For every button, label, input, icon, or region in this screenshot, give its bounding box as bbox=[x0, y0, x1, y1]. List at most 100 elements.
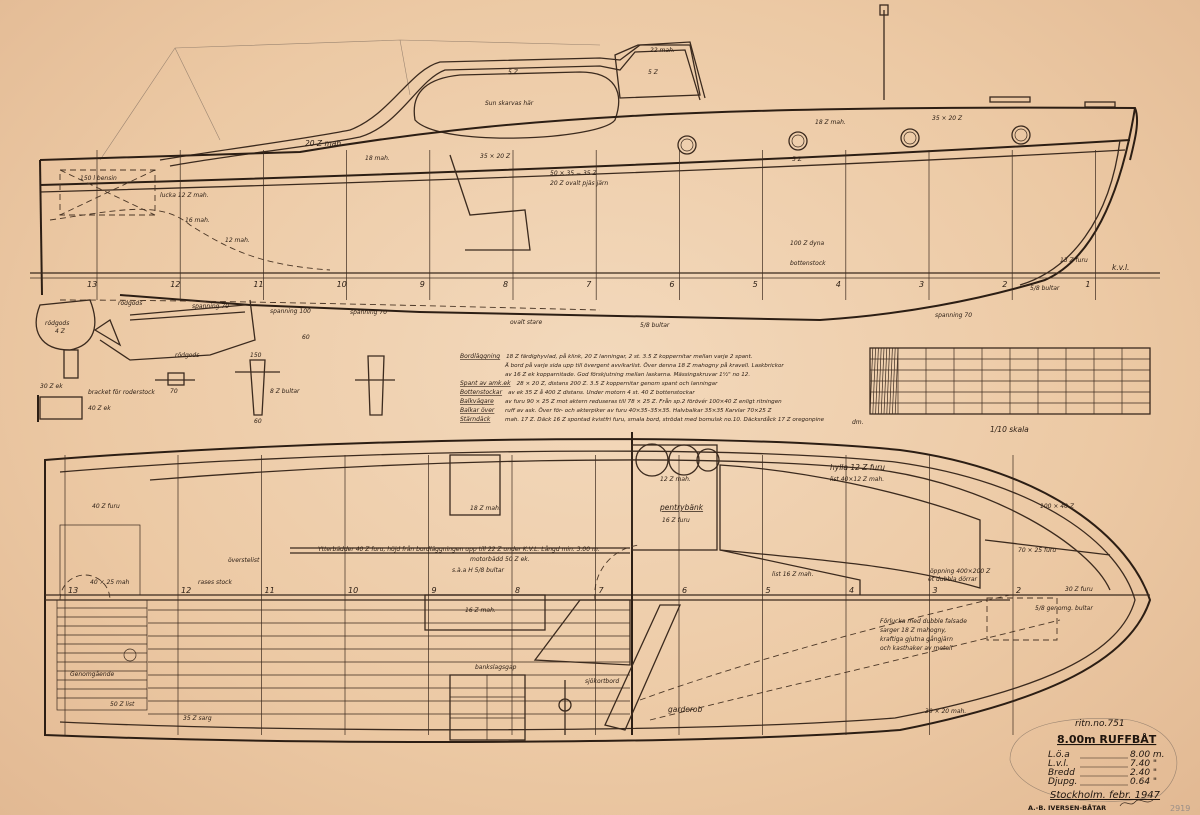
companionway bbox=[604, 604, 681, 731]
spec-value: 8.00 m. bbox=[1130, 750, 1165, 760]
hull-outline bbox=[44, 438, 1152, 743]
label-stern: Genomgående bbox=[70, 671, 114, 678]
label-60: 60 bbox=[254, 418, 262, 425]
label-deck: 35 × 20 Z bbox=[932, 115, 963, 122]
plan-view bbox=[44, 432, 1152, 743]
station-number: 7 bbox=[586, 280, 592, 289]
cockpit-floorboards bbox=[57, 607, 630, 715]
station-number: 3 bbox=[919, 280, 924, 289]
skeg bbox=[99, 299, 256, 361]
signature bbox=[1119, 799, 1154, 807]
note-text: av furu 90 × 25 Z mot aktern reduseras t… bbox=[505, 398, 782, 405]
note-heading: Stärndäck bbox=[460, 416, 491, 423]
label-shelf-hylla: hylla 12 Z furu bbox=[830, 463, 885, 472]
galley bbox=[631, 444, 718, 551]
label-kvl: k.v.l. bbox=[1112, 263, 1129, 272]
station-number: 1 bbox=[1085, 280, 1090, 289]
station-number: 4 bbox=[849, 586, 854, 595]
profile-labels: 20 Z mah. 5 Z Sun skarvas här 22 mah. 5 … bbox=[40, 47, 1129, 425]
station-number: 11 bbox=[265, 586, 275, 595]
label-hatch: lucka 12 Z mah. bbox=[160, 192, 209, 199]
note-heading: Bottenstockar bbox=[460, 389, 503, 396]
label-spanning: spanning 100 bbox=[270, 308, 311, 315]
label-spanning: spanning 70 bbox=[935, 312, 972, 319]
portholes bbox=[677, 125, 1031, 155]
label-bracket-ek: 40 Z ek bbox=[88, 405, 111, 412]
section-detail bbox=[63, 349, 79, 379]
stern-locker bbox=[59, 524, 141, 596]
label-galley-furu: 16 Z furu bbox=[662, 517, 690, 524]
label-mah12: 12 mah. bbox=[225, 237, 250, 244]
label-list: list 16 Z mah. bbox=[772, 571, 814, 578]
note-text: mah. 17 Z. Däck 16 Z spontad kvistfri fu… bbox=[505, 416, 825, 423]
note-text: ruff av ask. Över för- och akterpiker av… bbox=[505, 407, 772, 414]
engine-box bbox=[449, 674, 526, 741]
scale: 1/10 skala dm. bbox=[852, 419, 1029, 434]
label-stern: 40 × 25 mah bbox=[90, 579, 130, 586]
spec-label: Bredd bbox=[1048, 768, 1075, 778]
label-mah: 30 × 20 mah. bbox=[925, 708, 966, 715]
engine-hatch bbox=[424, 594, 546, 631]
sheer-line bbox=[39, 106, 1139, 161]
label-stern: rases stock bbox=[198, 579, 232, 586]
windshield bbox=[614, 44, 701, 99]
label-60: 60 bbox=[302, 334, 310, 341]
label-bracket: bracket för roderstock bbox=[88, 389, 155, 396]
canopy-outline bbox=[99, 39, 601, 161]
station-number: 2 bbox=[1002, 280, 1007, 289]
label-rodgods: rödgods bbox=[118, 300, 142, 307]
label-plan: 18 Z mah. bbox=[470, 505, 501, 512]
label-hatch: 16 Z mah. bbox=[465, 607, 496, 614]
station-number: 7 bbox=[599, 586, 605, 595]
label-bolts: 5/8 bultar bbox=[640, 322, 670, 329]
note-heading: Bordläggning bbox=[460, 353, 500, 360]
propeller bbox=[93, 319, 122, 347]
label-mah16: 16 mah. bbox=[185, 217, 210, 224]
station-number: 12 bbox=[181, 586, 191, 595]
label-stern: 40 Z furu bbox=[92, 503, 120, 510]
label-shelf-list: list 40×12 Z mah. bbox=[830, 476, 884, 483]
station-number: 13 bbox=[87, 280, 97, 289]
label-forehatch: och kasthaker av metall bbox=[880, 645, 953, 652]
station-number: 13 bbox=[68, 586, 78, 595]
label-strake2: 20 Z ovalt pjäs järn bbox=[550, 180, 608, 187]
station-number: 6 bbox=[682, 586, 687, 595]
spec-label: L.v.l. bbox=[1048, 759, 1069, 769]
plan-labels: 18 Z mah. pentrybänk 16 Z furu 12 Z mah.… bbox=[70, 463, 1093, 722]
label-rudder-dim: 4 Z bbox=[55, 328, 66, 335]
rub-strake bbox=[39, 139, 1131, 186]
label-porthole: 5 Z bbox=[792, 156, 803, 163]
note-heading: Spant av amk.ek bbox=[460, 380, 511, 387]
label-stern: 35 Z sarg bbox=[183, 715, 212, 722]
berth bbox=[719, 464, 981, 589]
label-rudder: rödgods bbox=[45, 320, 69, 327]
label-berth: Ytterbädder 40 Z furu, höjd från bordläg… bbox=[318, 546, 600, 553]
spec-value: 2.40 " bbox=[1130, 768, 1157, 778]
label-window-note: Sun skarvas här bbox=[485, 100, 534, 107]
label-cushion: 100 Z dyna bbox=[790, 240, 825, 247]
label-furu: 13 Z furu bbox=[1060, 257, 1088, 264]
note-text: 28 × 20 Z, distans 200 Z. 3.5 Z kopperni… bbox=[517, 381, 719, 387]
label-shelf: 12 Z mah. bbox=[660, 476, 691, 483]
cabin-roof bbox=[159, 41, 706, 161]
station-number: 4 bbox=[836, 280, 841, 289]
label-windshield: 22 mah. bbox=[650, 47, 675, 54]
note-text: av 16 Z ek kopparnitade. God förskjutnin… bbox=[505, 371, 750, 378]
label-cabin-top: 20 Z mah. bbox=[305, 139, 344, 148]
label-opening: et dubbla dörrar bbox=[928, 576, 978, 583]
label-floor: bottenstock bbox=[790, 260, 826, 267]
scale-unit: dm. bbox=[852, 419, 864, 426]
drawing-number: ritn.no.751 bbox=[1075, 719, 1125, 729]
label-bolts8: 8 Z bultar bbox=[270, 388, 300, 395]
label-furu: 30 Z furu bbox=[1065, 586, 1093, 593]
seat bbox=[449, 154, 531, 251]
spec-value: 7.40 " bbox=[1130, 759, 1157, 769]
drawing-title: 8.00m RUFFBÅT bbox=[1057, 733, 1157, 746]
station-number: 11 bbox=[253, 280, 263, 289]
label-ek: ovalt stare bbox=[510, 319, 542, 326]
hull-bottom bbox=[119, 107, 1136, 322]
